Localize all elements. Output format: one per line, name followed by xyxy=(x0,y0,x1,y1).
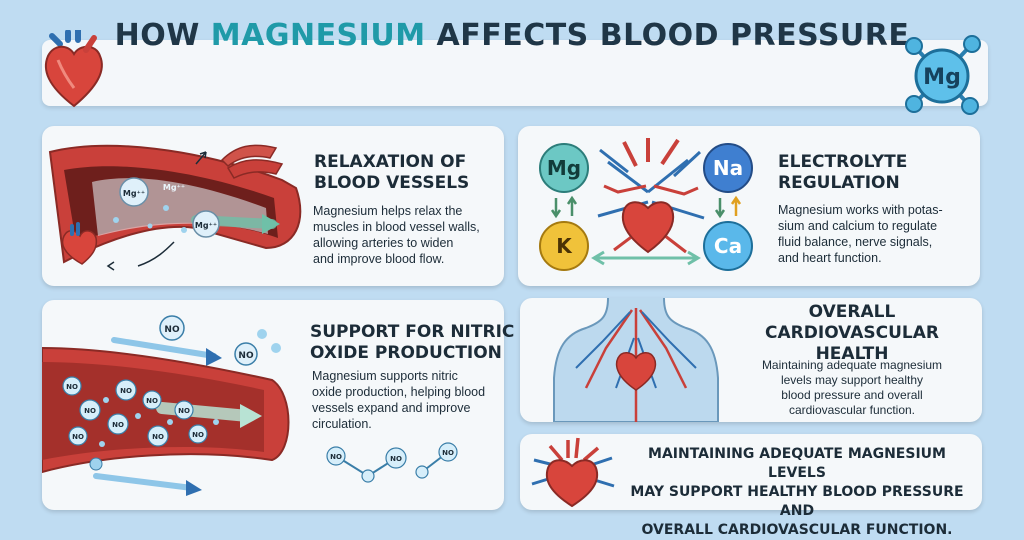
page-title: HOW MAGNESIUM AFFECTS BLOOD PRESSURE xyxy=(114,18,910,53)
relaxation-body: Magnesium helps relax the muscles in blo… xyxy=(313,204,480,266)
nitric-oxide-heading: SUPPORT FOR NITRIC OXIDE PRODUCTION xyxy=(310,322,515,363)
nitric-oxide-illustration: NO NO NO NO NO NO NO NO NO NO NO xyxy=(41,304,302,508)
heart-icon xyxy=(38,27,110,114)
k-ion: K xyxy=(556,234,573,258)
body-circulation-illustration xyxy=(546,297,726,426)
title-banner xyxy=(42,40,988,106)
no-label: NO xyxy=(238,351,254,361)
no-label: NO xyxy=(164,325,180,335)
heart-icon xyxy=(528,436,616,512)
relaxation-heading: RELAXATION OF BLOOD VESSELS xyxy=(314,152,470,193)
electrolyte-heading: ELECTROLYTE REGULATION xyxy=(778,152,908,193)
mg-badge-label: Mg xyxy=(923,65,961,90)
mg-molecule-icon: Mg xyxy=(898,32,988,122)
no-label: NO xyxy=(442,449,454,457)
no-label: NO xyxy=(152,433,164,441)
no-label: NO xyxy=(330,453,342,461)
no-label: NO xyxy=(178,407,190,415)
no-label: NO xyxy=(112,421,124,429)
no-label: NO xyxy=(192,431,204,439)
no-label: NO xyxy=(120,387,132,395)
na-ion: Na xyxy=(713,156,743,180)
electrolyte-illustration: Mg Na K Ca xyxy=(528,132,768,284)
cardiovascular-body: Maintaining adequate magnesium levels ma… xyxy=(761,358,943,417)
no-molecules-illustration: NO NO NO xyxy=(322,438,472,492)
no-label: NO xyxy=(72,433,84,441)
no-label: NO xyxy=(84,407,96,415)
mg-ion-label: Mg⁺⁺ xyxy=(123,189,145,198)
no-label: NO xyxy=(146,397,158,405)
no-label: NO xyxy=(390,455,402,463)
no-label: NO xyxy=(66,383,78,391)
nitric-oxide-body: Magnesium supports nitric oxide producti… xyxy=(312,369,486,431)
cardiovascular-heading: OVERALL CARDIOVASCULAR HEALTH xyxy=(765,302,939,364)
mg-ion: Mg xyxy=(547,156,581,180)
vessel-illustration: Mg⁺⁺ Mg⁺⁺ Mg⁺⁺ xyxy=(46,130,316,284)
callout-text: MAINTAINING ADEQUATE MAGNESIUM LEVELS MA… xyxy=(630,446,964,538)
title-accent: MAGNESIUM xyxy=(210,18,426,53)
electrolyte-body: Magnesium works with potas- sium and cal… xyxy=(778,203,943,265)
ca-ion: Ca xyxy=(714,234,742,258)
mg-ion-label: Mg⁺⁺ xyxy=(195,221,217,230)
mg-ion-label: Mg⁺⁺ xyxy=(163,183,185,192)
